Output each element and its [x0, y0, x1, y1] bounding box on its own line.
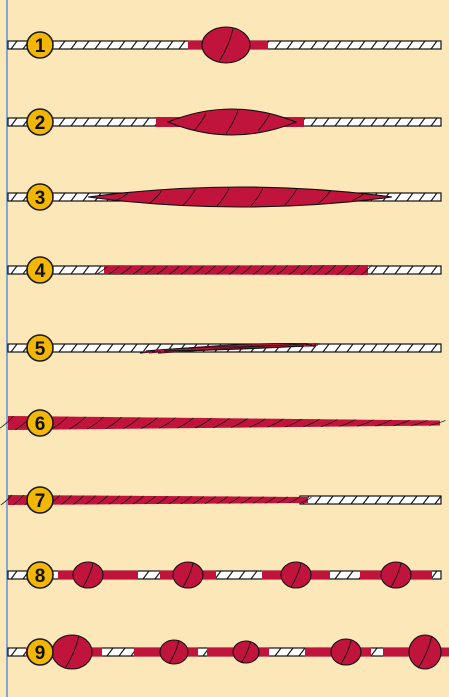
knot — [173, 562, 203, 588]
rows-container: 1 2 3 4 5 6 7 8 9 — [0, 27, 449, 669]
knot — [381, 562, 411, 588]
knot — [233, 641, 259, 663]
row-number-label: 9 — [35, 643, 46, 664]
row-number-label: 8 — [35, 566, 46, 587]
knot — [281, 562, 311, 588]
row-number-badge: 7 — [27, 487, 53, 513]
knot — [73, 562, 103, 588]
row-number-label: 1 — [35, 36, 46, 57]
row-number-label: 5 — [35, 339, 46, 360]
row-number-label: 6 — [35, 414, 46, 435]
row-number-badge: 9 — [27, 639, 53, 665]
row-number-badge: 5 — [27, 335, 53, 361]
row-number-label: 7 — [35, 491, 46, 512]
knot — [160, 640, 188, 664]
thin-wrap — [97, 265, 372, 275]
row-number-badge: 4 — [27, 257, 53, 283]
row-number-label: 3 — [35, 188, 46, 209]
row-number-badge: 8 — [27, 562, 53, 588]
row-number-badge: 6 — [27, 410, 53, 436]
row-number-label: 2 — [35, 113, 46, 134]
row-number-label: 4 — [35, 261, 46, 282]
row-number-badge: 1 — [27, 32, 53, 58]
knot — [409, 635, 441, 669]
row-number-badge: 3 — [27, 184, 53, 210]
row-number-badge: 2 — [27, 109, 53, 135]
knot — [202, 27, 250, 63]
knot — [52, 635, 92, 669]
string-segment — [300, 496, 441, 504]
knot — [331, 639, 361, 665]
